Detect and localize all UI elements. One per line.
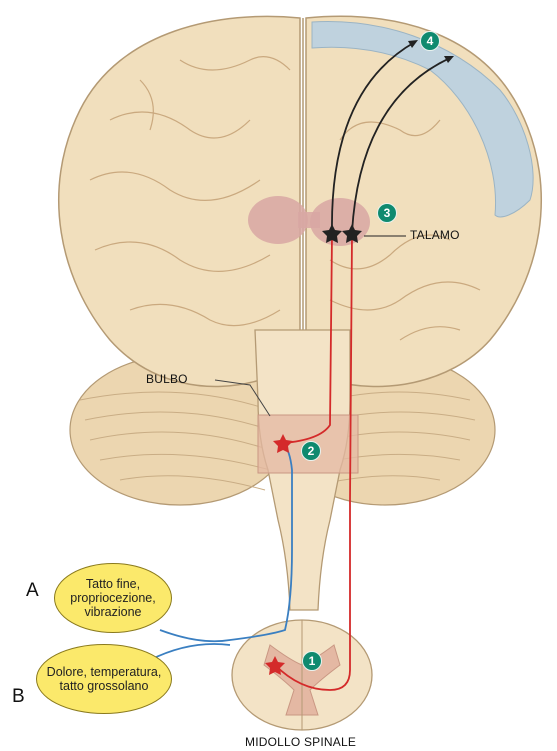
- side-label-a: A: [26, 580, 39, 602]
- step-badge-4: 4: [420, 31, 440, 51]
- bubble-a-stimuli: Tatto fine, propriocezione, vibrazione: [54, 563, 172, 633]
- bubble-a-text: Tatto fine, propriocezione, vibrazione: [61, 577, 165, 619]
- bubble-b-stimuli: Dolore, temperatura, tatto grossolano: [36, 644, 172, 714]
- side-label-b: B: [12, 686, 25, 708]
- step-badge-2: 2: [301, 441, 321, 461]
- label-talamo: TALAMO: [410, 228, 460, 242]
- step-badge-3: 3: [377, 203, 397, 223]
- step-badge-1: 1: [302, 651, 322, 671]
- label-bulbo: BULBO: [146, 372, 188, 386]
- label-midollo-spinale: MIDOLLO SPINALE: [245, 735, 356, 749]
- blue-pathway-b: [150, 644, 230, 660]
- bubble-b-text: Dolore, temperatura, tatto grossolano: [43, 665, 165, 693]
- brainstem: [255, 330, 358, 610]
